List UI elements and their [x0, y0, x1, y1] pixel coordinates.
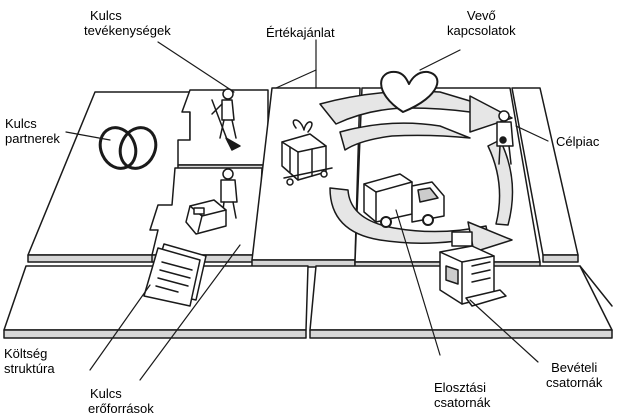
label-key-resources: Kulcs erőforrások [88, 386, 154, 416]
label-key-partners-line1: Kulcs [5, 116, 37, 131]
label-key-resources-line1: Kulcs [90, 386, 122, 401]
label-customer-relationships: Vevő kapcsolatok [447, 8, 516, 38]
worker-shovel-icon [211, 88, 241, 151]
label-customer-relationships-line2: kapcsolatok [447, 23, 516, 38]
label-cost-structure-line1: Költség [4, 346, 48, 361]
label-value-proposition: Értékajánlat [266, 25, 335, 40]
label-key-partners: Kulcs partnerek [5, 116, 60, 146]
label-customer-relationships-line1: Vevő [466, 8, 496, 23]
label-key-partners-line2: partnerek [5, 131, 60, 146]
delivery-truck-icon [363, 173, 445, 228]
label-channels: Elosztási csatornák [434, 380, 490, 410]
label-customer-segments: Célpiac [556, 134, 600, 149]
customer-segments-tile [511, 87, 579, 263]
label-channels-line2: csatornák [434, 395, 491, 410]
leader-lines [65, 39, 549, 381]
label-key-activities: Kulcs tevékenységek [84, 8, 171, 38]
label-key-activities-line2: tevékenységek [84, 23, 171, 38]
worker-machine-icon [185, 168, 238, 235]
label-key-activities-line1: Kulcs [90, 8, 122, 23]
label-key-resources-line2: erőforrások [88, 401, 154, 416]
gift-box-icon [281, 119, 333, 186]
label-channels-line1: Elosztási [434, 380, 487, 395]
label-revenue-streams-line2: csatornák [546, 375, 603, 390]
cash-register-icon [439, 231, 507, 307]
label-cost-structure-line2: struktúra [4, 361, 55, 376]
heart-icon [380, 70, 439, 113]
customer-person-icon [496, 110, 514, 165]
bills-icon [143, 243, 207, 307]
label-revenue-streams-line1: Bevételi [551, 360, 598, 375]
label-cost-structure: Költség struktúra [4, 346, 55, 376]
label-revenue-streams: Bevételi csatornák [546, 360, 602, 390]
rings-icon [98, 126, 158, 170]
